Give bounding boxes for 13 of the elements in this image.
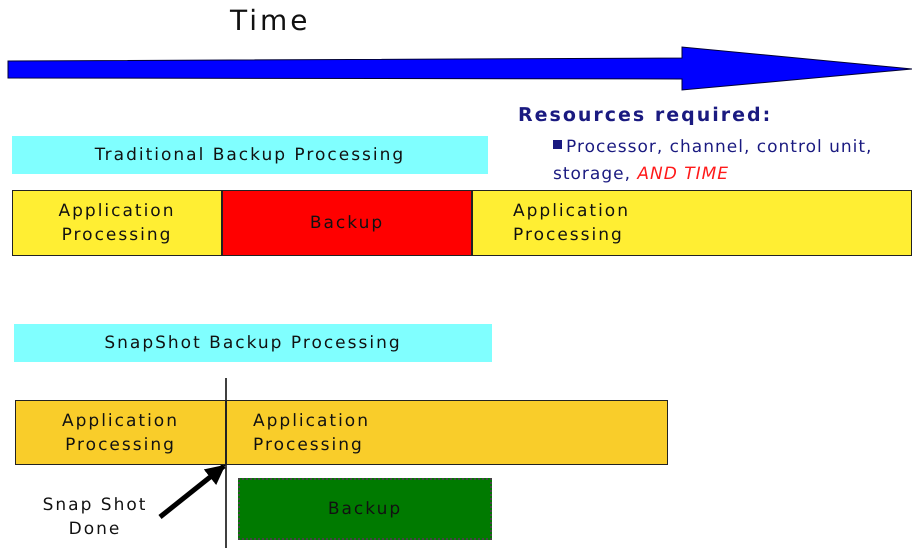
title: Time bbox=[230, 4, 311, 37]
section-band: SnapShot Backup Processing bbox=[14, 324, 492, 362]
backup-bar: Backup bbox=[222, 190, 472, 256]
process-bar: Application Processing bbox=[12, 190, 222, 256]
bullet-text: Processor, channel, control unit, storage, AND TIME bbox=[553, 136, 874, 186]
process-bar: Application Processing bbox=[226, 400, 668, 465]
heading: Resources required: bbox=[518, 104, 772, 126]
process-bar: Application Processing bbox=[15, 400, 226, 465]
section-band: Traditional Backup Processing bbox=[12, 136, 488, 174]
leader-arrow bbox=[158, 464, 226, 519]
backup-bar: Backup bbox=[238, 478, 492, 540]
process-bar: Application Processing bbox=[472, 190, 912, 256]
event-label: Snap Shot Done bbox=[30, 490, 160, 544]
